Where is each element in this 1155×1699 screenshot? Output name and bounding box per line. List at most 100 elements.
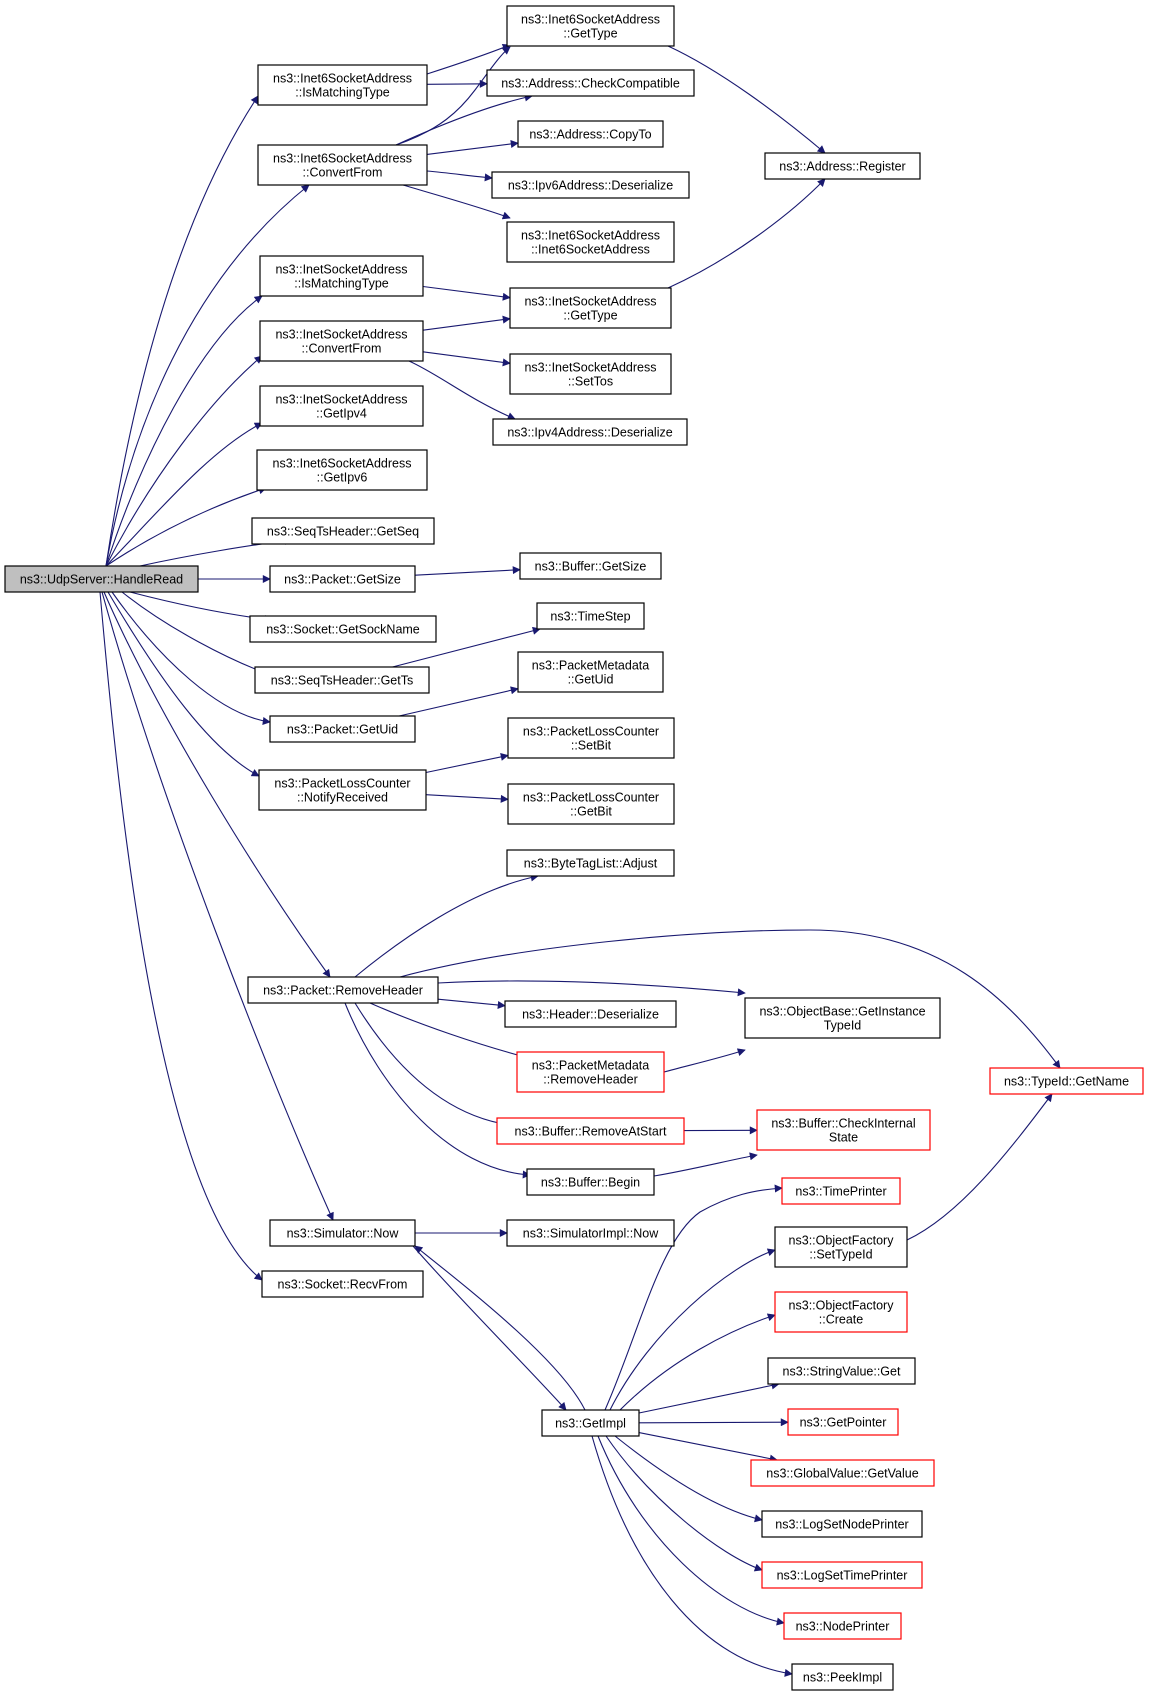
node-addr_checkcompat[interactable]: ns3::Address::CheckCompatible (486, 69, 695, 97)
node-label: ns3::Buffer::Begin (541, 1176, 640, 1190)
node-box (261, 1270, 424, 1298)
node-seq_getseq[interactable]: ns3::SeqTsHeader::GetSeq (251, 517, 435, 545)
node-label: ns3::Address::CheckCompatible (501, 77, 680, 91)
node-addr_copyto[interactable]: ns3::Address::CopyTo (517, 120, 664, 148)
node-box (509, 353, 672, 395)
call-edge-root-to-i6_getipv6 (105, 486, 267, 567)
node-box (257, 64, 428, 106)
node-i4_ismatch[interactable]: ns3::InetSocketAddress::IsMatchingType (259, 255, 424, 297)
node-ipv6_deser[interactable]: ns3::Ipv6Address::Deserialize (491, 171, 690, 199)
node-sock_getsockname[interactable]: ns3::Socket::GetSockName (249, 615, 437, 643)
node-getpointer[interactable]: ns3::GetPointer (787, 1408, 899, 1436)
node-btl_adjust[interactable]: ns3::ByteTagList::Adjust (506, 849, 675, 877)
node-getimpl[interactable]: ns3::GetImpl (541, 1409, 640, 1437)
node-label: ns3::ObjectBase::GetInstance (759, 1005, 925, 1019)
node-box (506, 849, 675, 877)
node-typeid_getname[interactable]: ns3::TypeId::GetName (989, 1067, 1144, 1095)
node-label: ns3::InetSocketAddress (275, 393, 407, 407)
node-gv_getvalue[interactable]: ns3::GlobalValue::GetValue (750, 1459, 935, 1487)
node-hdr_deser[interactable]: ns3::Header::Deserialize (504, 1000, 677, 1028)
call-edge-root-to-plc_notify (107, 591, 260, 777)
call-edges (99, 43, 1061, 1677)
node-i6_ismatch[interactable]: ns3::Inet6SocketAddress::IsMatchingType (257, 64, 428, 106)
node-box (249, 615, 437, 643)
call-edge-i4_convert-to-ipv4_deser (408, 360, 516, 420)
node-sv_get[interactable]: ns3::StringValue::Get (767, 1357, 916, 1385)
node-label: ns3::Packet::RemoveHeader (263, 984, 423, 998)
node-plc_getbit[interactable]: ns3::PacketLossCounter::GetBit (507, 783, 675, 825)
node-i4_convert[interactable]: ns3::InetSocketAddress::ConvertFrom (259, 320, 424, 362)
call-edge-pkt_getsize-to-buf_getsize (414, 566, 521, 576)
call-edge-getimpl-to-getpointer (638, 1418, 789, 1427)
call-edge-getimpl-to-logsetnode (614, 1435, 763, 1523)
node-label: ::SetTypeId (809, 1248, 872, 1262)
node-label: ns3::SeqTsHeader::GetSeq (267, 525, 419, 539)
node-i4_getipv4[interactable]: ns3::InetSocketAddress::GetIpv4 (259, 385, 424, 427)
node-label: ::GetIpv6 (317, 471, 368, 485)
node-pkt_removeheader[interactable]: ns3::Packet::RemoveHeader (247, 976, 439, 1004)
node-box (767, 1357, 916, 1385)
call-edge-i6_gettype-to-addr_register (667, 45, 826, 154)
node-buf_removeatstart[interactable]: ns3::Buffer::RemoveAtStart (496, 1117, 685, 1145)
node-box (254, 666, 430, 694)
node-box (492, 418, 688, 446)
node-peekimpl[interactable]: ns3::PeekImpl (791, 1663, 894, 1691)
node-box (269, 1219, 416, 1247)
node-i6_gettype[interactable]: ns3::Inet6SocketAddress::GetType (506, 5, 675, 47)
call-edge-getimpl-to-logsettime (605, 1435, 763, 1572)
node-i6_ctor[interactable]: ns3::Inet6SocketAddress::Inet6SocketAddr… (506, 221, 675, 263)
node-plc_notify[interactable]: ns3::PacketLossCounter::NotifyReceived (258, 769, 427, 811)
node-buf_getsize[interactable]: ns3::Buffer::GetSize (519, 552, 662, 580)
call-edge-pkt_removeheader-to-ob_getinstance (437, 980, 746, 997)
node-seq_getts[interactable]: ns3::SeqTsHeader::GetTs (254, 666, 430, 694)
node-pm_getuid[interactable]: ns3::PacketMetadata::GetUid (517, 651, 664, 693)
node-box (774, 1226, 908, 1268)
node-addr_register[interactable]: ns3::Address::Register (764, 152, 921, 180)
call-edge-plc_notify-to-plc_setbit (425, 752, 509, 774)
node-box (781, 1177, 901, 1205)
call-edge-getimpl-to-sim_now (414, 1245, 586, 1411)
node-label: ns3::Inet6SocketAddress (273, 72, 412, 86)
node-box (516, 1051, 665, 1093)
node-pm_removeheader[interactable]: ns3::PacketMetadata::RemoveHeader (516, 1051, 665, 1093)
node-plc_setbit[interactable]: ns3::PacketLossCounter::SetBit (507, 717, 675, 759)
node-pkt_getsize[interactable]: ns3::Packet::GetSize (269, 565, 416, 593)
node-pkt_getuid[interactable]: ns3::Packet::GetUid (269, 715, 416, 743)
node-logsetnode[interactable]: ns3::LogSetNodePrinter (761, 1510, 923, 1538)
call-edge-root-to-i4_convert (105, 355, 263, 567)
node-buf_begin[interactable]: ns3::Buffer::Begin (526, 1168, 655, 1196)
node-ipv4_deser[interactable]: ns3::Ipv4Address::Deserialize (492, 418, 688, 446)
node-timeprinter[interactable]: ns3::TimePrinter (781, 1177, 901, 1205)
node-label: ::IsMatchingType (294, 277, 389, 291)
node-label: ns3::InetSocketAddress (275, 263, 407, 277)
node-box (496, 1117, 685, 1145)
node-timestep[interactable]: ns3::TimeStep (536, 602, 645, 630)
node-label: ns3::UdpServer::HandleRead (20, 573, 183, 587)
node-label: ns3::SeqTsHeader::GetTs (271, 674, 413, 688)
node-label: ::GetIpv4 (316, 407, 367, 421)
node-i4_settos[interactable]: ns3::InetSocketAddress::SetTos (509, 353, 672, 395)
node-label: ns3::Address::Register (779, 160, 905, 174)
call-edge-root-to-seq_getts (121, 591, 269, 676)
node-of_settypeid[interactable]: ns3::ObjectFactory::SetTypeId (774, 1226, 908, 1268)
node-of_create[interactable]: ns3::ObjectFactory::Create (774, 1291, 908, 1333)
call-edge-i6_convert-to-addr_checkcompat (395, 93, 533, 146)
node-box (247, 976, 439, 1004)
node-i6_getipv6[interactable]: ns3::Inet6SocketAddress::GetIpv6 (256, 449, 428, 491)
node-label: ::SetBit (571, 739, 612, 753)
node-label: ns3::GetPointer (800, 1416, 887, 1430)
call-edge-getimpl-to-sv_get (638, 1381, 780, 1414)
node-sim_now[interactable]: ns3::Simulator::Now (269, 1219, 416, 1247)
call-edge-pm_removeheader-to-ob_getinstance (663, 1048, 746, 1073)
node-box (787, 1408, 899, 1436)
node-logsettime[interactable]: ns3::LogSetTimePrinter (761, 1561, 923, 1589)
node-sock_recvfrom[interactable]: ns3::Socket::RecvFrom (261, 1270, 424, 1298)
node-nodeprinter[interactable]: ns3::NodePrinter (783, 1612, 902, 1640)
node-i6_convert[interactable]: ns3::Inet6SocketAddress::ConvertFrom (257, 144, 428, 186)
node-box (4, 565, 199, 593)
node-simimpl_now[interactable]: ns3::SimulatorImpl::Now (506, 1219, 675, 1247)
node-i4_gettype[interactable]: ns3::InetSocketAddress::GetType (509, 287, 672, 329)
call-edge-root-to-i4_getipv4 (105, 422, 263, 567)
